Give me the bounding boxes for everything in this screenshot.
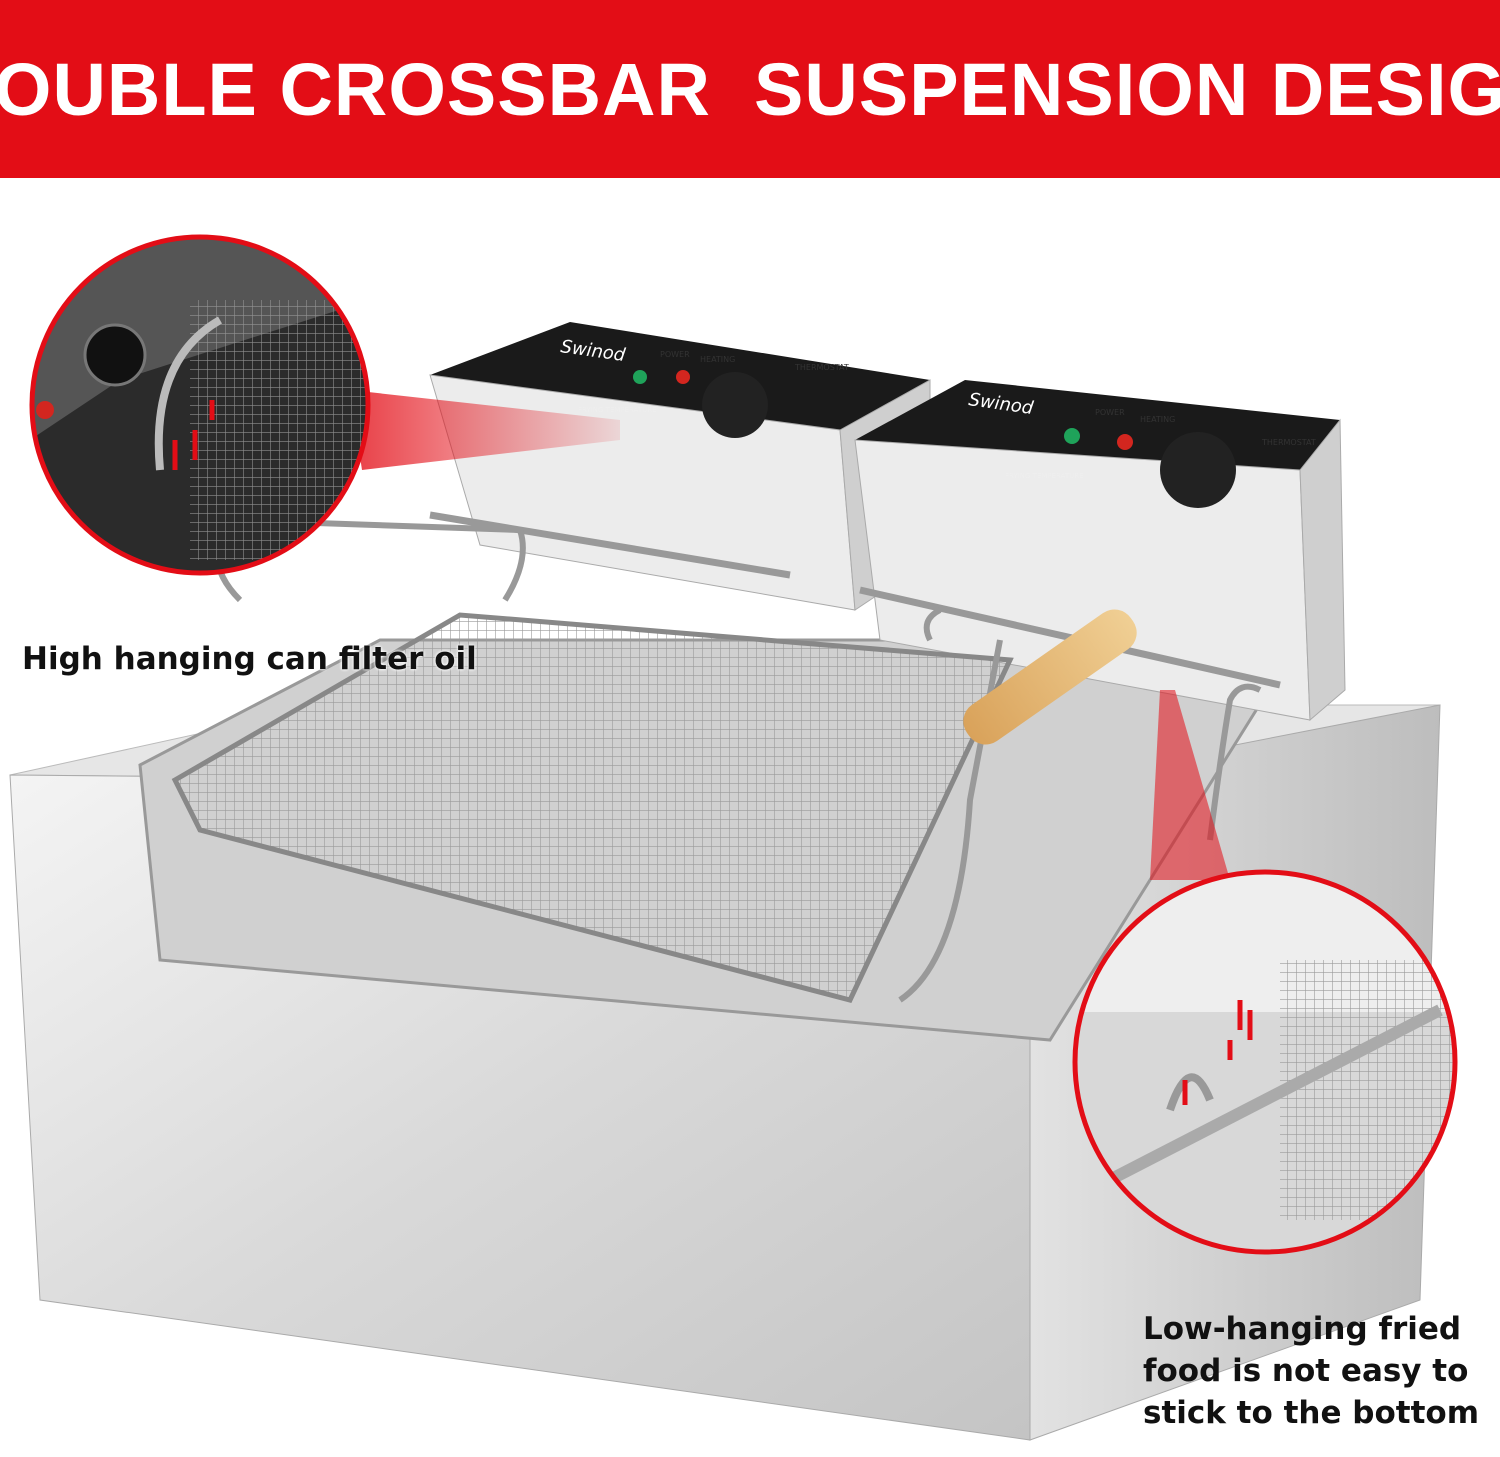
crossbar-left [429,511,791,579]
control-head-left: Swinod POWER HEATING THERMOSTAT FRYING T… [429,322,931,611]
callout-beam-right [1150,690,1230,880]
caption-line: stick to the bottom [1143,1395,1480,1431]
frying-temp-table: FRYING TEMPERATURE [1005,472,1084,480]
thermostat-knob[interactable] [1160,432,1236,508]
callout-beam-left [350,390,620,470]
control-head-right: Swinod POWER HEATING THERMOSTAT FRYING T… [854,380,1346,722]
heating-indicator-light [1117,434,1133,450]
caption-high-hanging: High hanging can filter oil [22,641,477,677]
heating-indicator-light [676,370,690,384]
heating-label: HEATING [1140,415,1175,424]
fryer-illustration: Swinod POWER HEATING THERMOSTAT FRYING T… [9,234,1458,1441]
caption-line: food is not easy to [1143,1353,1469,1389]
thermostat-label: THERMOSTAT [1261,438,1316,447]
callout-circle-right [1072,869,1458,1255]
thermostat-knob[interactable] [702,372,768,438]
basket-wooden-handle [963,609,1137,745]
title-banner: DOUBLE CROSSBAR SUSPENSION DESIGN [0,0,1500,178]
power-indicator-light [1064,428,1080,444]
power-label: POWER [660,350,690,359]
power-indicator-light [633,370,647,384]
caption-line: Low-hanging fried [1143,1311,1462,1347]
power-label: POWER [1095,408,1125,417]
heating-label: HEATING [700,355,735,364]
banner-title: DOUBLE CROSSBAR SUSPENSION DESIGN [0,47,1500,131]
thermostat-label: THERMOSTAT [794,363,849,372]
frying-temp-table: FRYING TEMPERATURE [578,406,657,414]
callout-circle-left [29,234,371,576]
caption-low-hanging: Low-hanging fried food is not easy to st… [1143,1308,1479,1434]
